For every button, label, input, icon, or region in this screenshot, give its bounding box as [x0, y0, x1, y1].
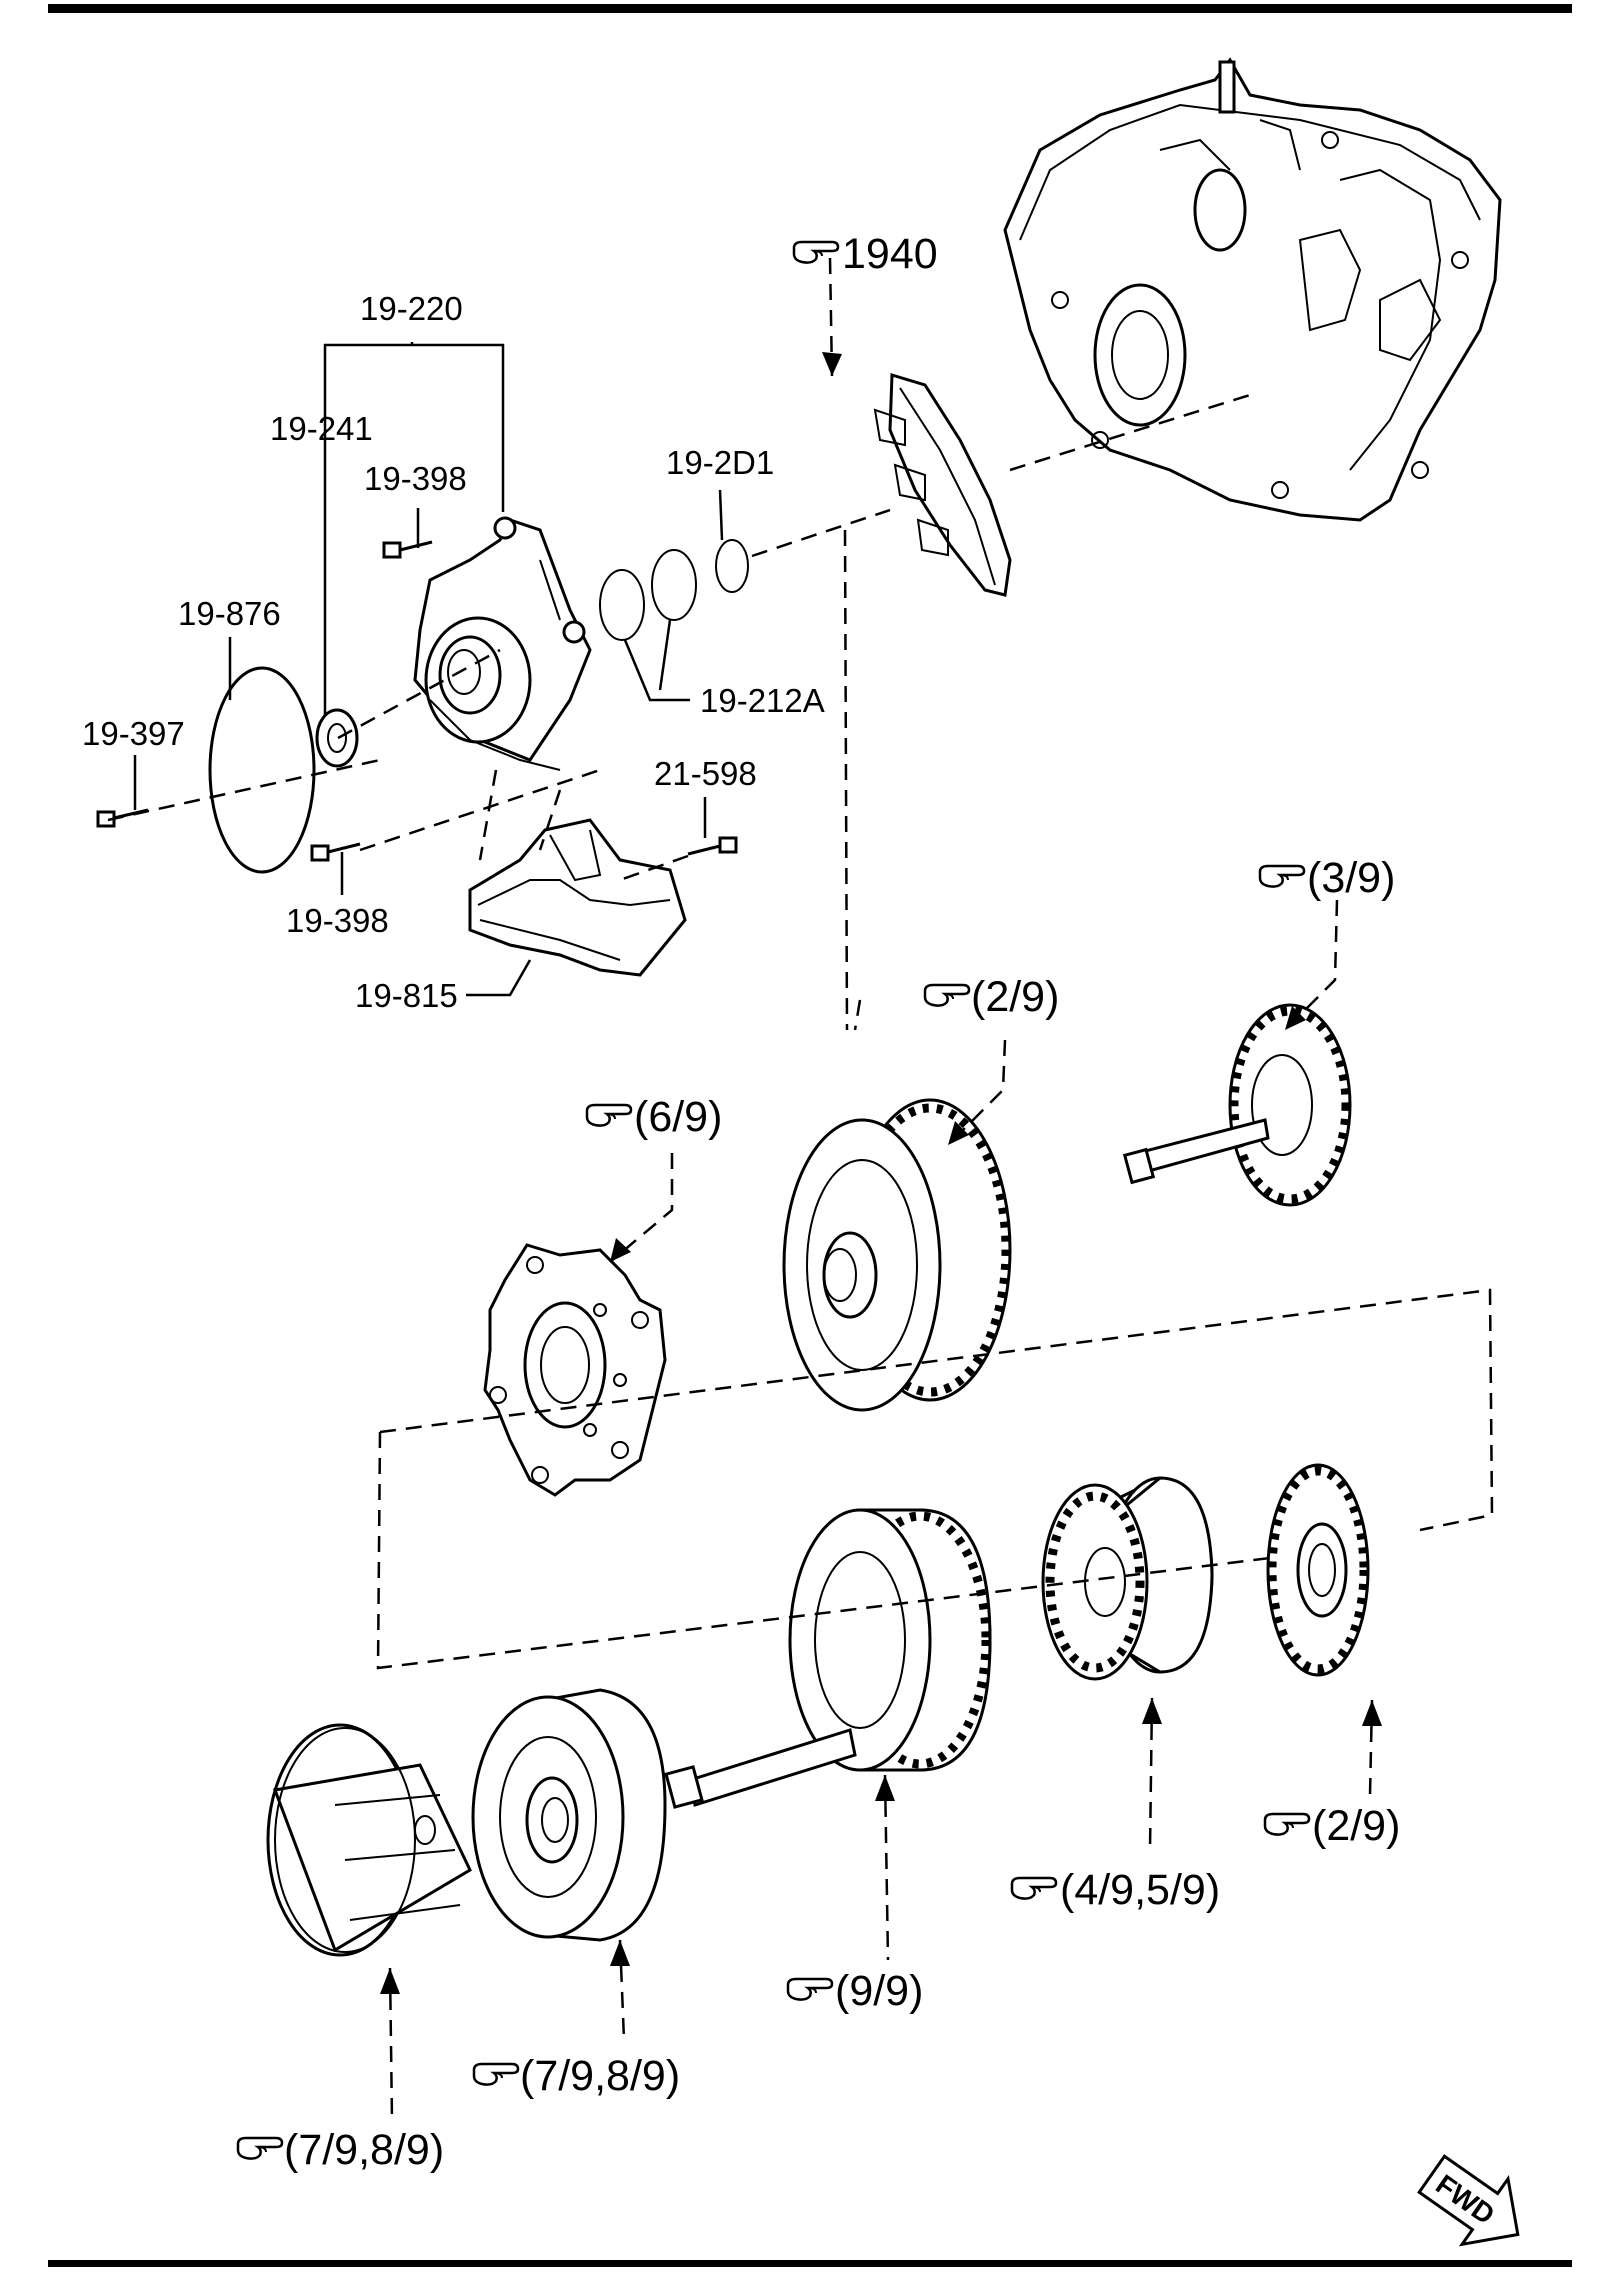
oring-19-876: [208, 666, 316, 874]
label-19-876: 19-876: [178, 595, 281, 632]
ref-label-6-9: (6/9): [634, 1093, 722, 1141]
oil-pump-assembly: [413, 516, 592, 771]
assembly-guide-lines: [107, 257, 1494, 2121]
pointing-hand-icon: [1010, 1876, 1058, 1900]
label-19-2d1: 19-2D1: [666, 444, 774, 481]
bottom-border: [48, 2260, 1572, 2267]
label-19-212a: 19-212A: [700, 682, 825, 719]
pointing-hand-icon: [236, 2136, 284, 2160]
ref-label-1940: 1940: [842, 230, 938, 278]
ref-label-4-9-5-9: (4/9,5/9): [1060, 1866, 1220, 1914]
oil-strainer: [468, 818, 687, 977]
fwd-arrow-icon: FWD: [1417, 2154, 1520, 2247]
label-19-398-top: 19-398: [364, 460, 467, 497]
ref-label-7-9-8-9-drum: (7/9,8/9): [520, 2052, 680, 2100]
ref-label-7-9-8-9-band: (7/9,8/9): [284, 2126, 444, 2174]
label-19-398-bottom: 19-398: [286, 902, 389, 939]
label-19-397: 19-397: [82, 715, 185, 752]
snap-ring-19-2d1: [715, 539, 749, 593]
clutch-assembly-2-9-top: [782, 1098, 1012, 1412]
support-plate-6-9: [483, 1243, 667, 1497]
pointing-hand-icon: [1258, 864, 1306, 888]
transaxle-case: [1003, 57, 1502, 522]
pointing-hand-icon: [1263, 1812, 1311, 1836]
gear-hub-2-9-bottom: [1266, 1463, 1370, 1677]
pointing-hand-icon: [923, 983, 971, 1007]
clutch-drum-4-9-5-9: [1041, 1476, 1214, 1681]
bolt-19-398-bottom: [310, 842, 361, 862]
leader-lines: [133, 342, 724, 997]
ref-label-2-9-top: (2/9): [971, 973, 1059, 1021]
top-border: [48, 4, 1572, 13]
ref-label-2-9-bottom: (2/9): [1312, 1802, 1400, 1850]
label-19-220: 19-220: [360, 290, 463, 327]
pointing-hand-icon: [472, 2062, 520, 2086]
label-21-598: 21-598: [654, 755, 757, 792]
pointing-hand-icon: [792, 240, 840, 264]
shaft-assembly-9-9: [664, 1508, 992, 1809]
ref-label-3-9: (3/9): [1307, 854, 1395, 902]
bolt-19-398-top: [382, 540, 433, 559]
clutch-drum-7-9-8-9: [471, 1688, 667, 1942]
converter-housing-ring: [873, 372, 1012, 597]
arrowheads: [380, 352, 1382, 1994]
label-19-815: 19-815: [355, 977, 458, 1014]
ref-label-9-9: (9/9): [835, 1967, 923, 2015]
brake-band-7-9-8-9: [266, 1723, 472, 1957]
seal-ring-1: [599, 569, 645, 641]
pointing-hand-icon: [585, 1103, 633, 1127]
bolt-21-598: [687, 836, 738, 856]
pointing-hand-icon: [786, 1977, 834, 2001]
oil-seal-19-241: [315, 708, 359, 768]
shaft-assembly-3-9: [1122, 1003, 1352, 1207]
seal-ring-2: [651, 549, 697, 621]
label-19-241: 19-241: [270, 410, 373, 447]
